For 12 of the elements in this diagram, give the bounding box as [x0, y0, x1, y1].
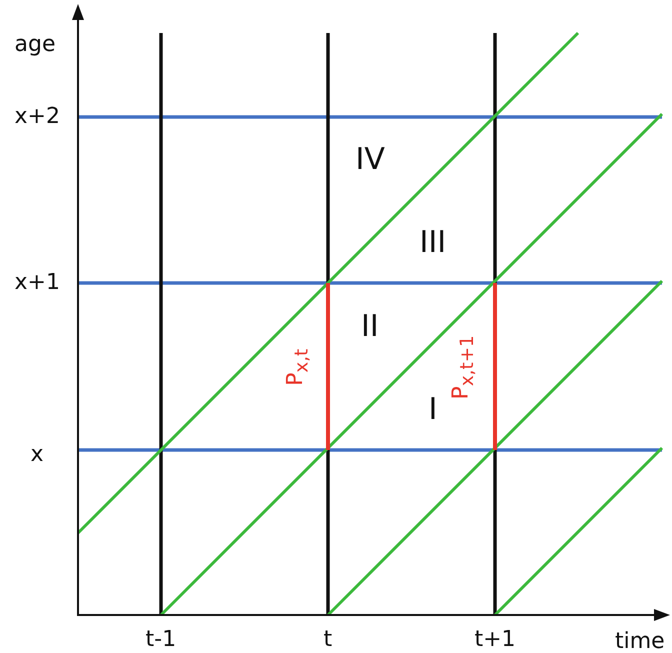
axis-tick-label: x+2 [14, 106, 60, 128]
region-label: II [361, 312, 379, 342]
axis-title: age [14, 34, 56, 56]
axis-tick-label: t-1 [146, 629, 176, 651]
region-label: I [428, 395, 438, 425]
axis-tick-label: x+1 [14, 272, 60, 294]
axis-tick-label: x [30, 444, 44, 466]
region-label: IV [356, 145, 385, 175]
axis-tick-label: t+1 [474, 629, 516, 651]
axis-tick-label: t [324, 629, 332, 651]
region-label: III [420, 228, 446, 258]
axis-title: time [615, 631, 665, 653]
